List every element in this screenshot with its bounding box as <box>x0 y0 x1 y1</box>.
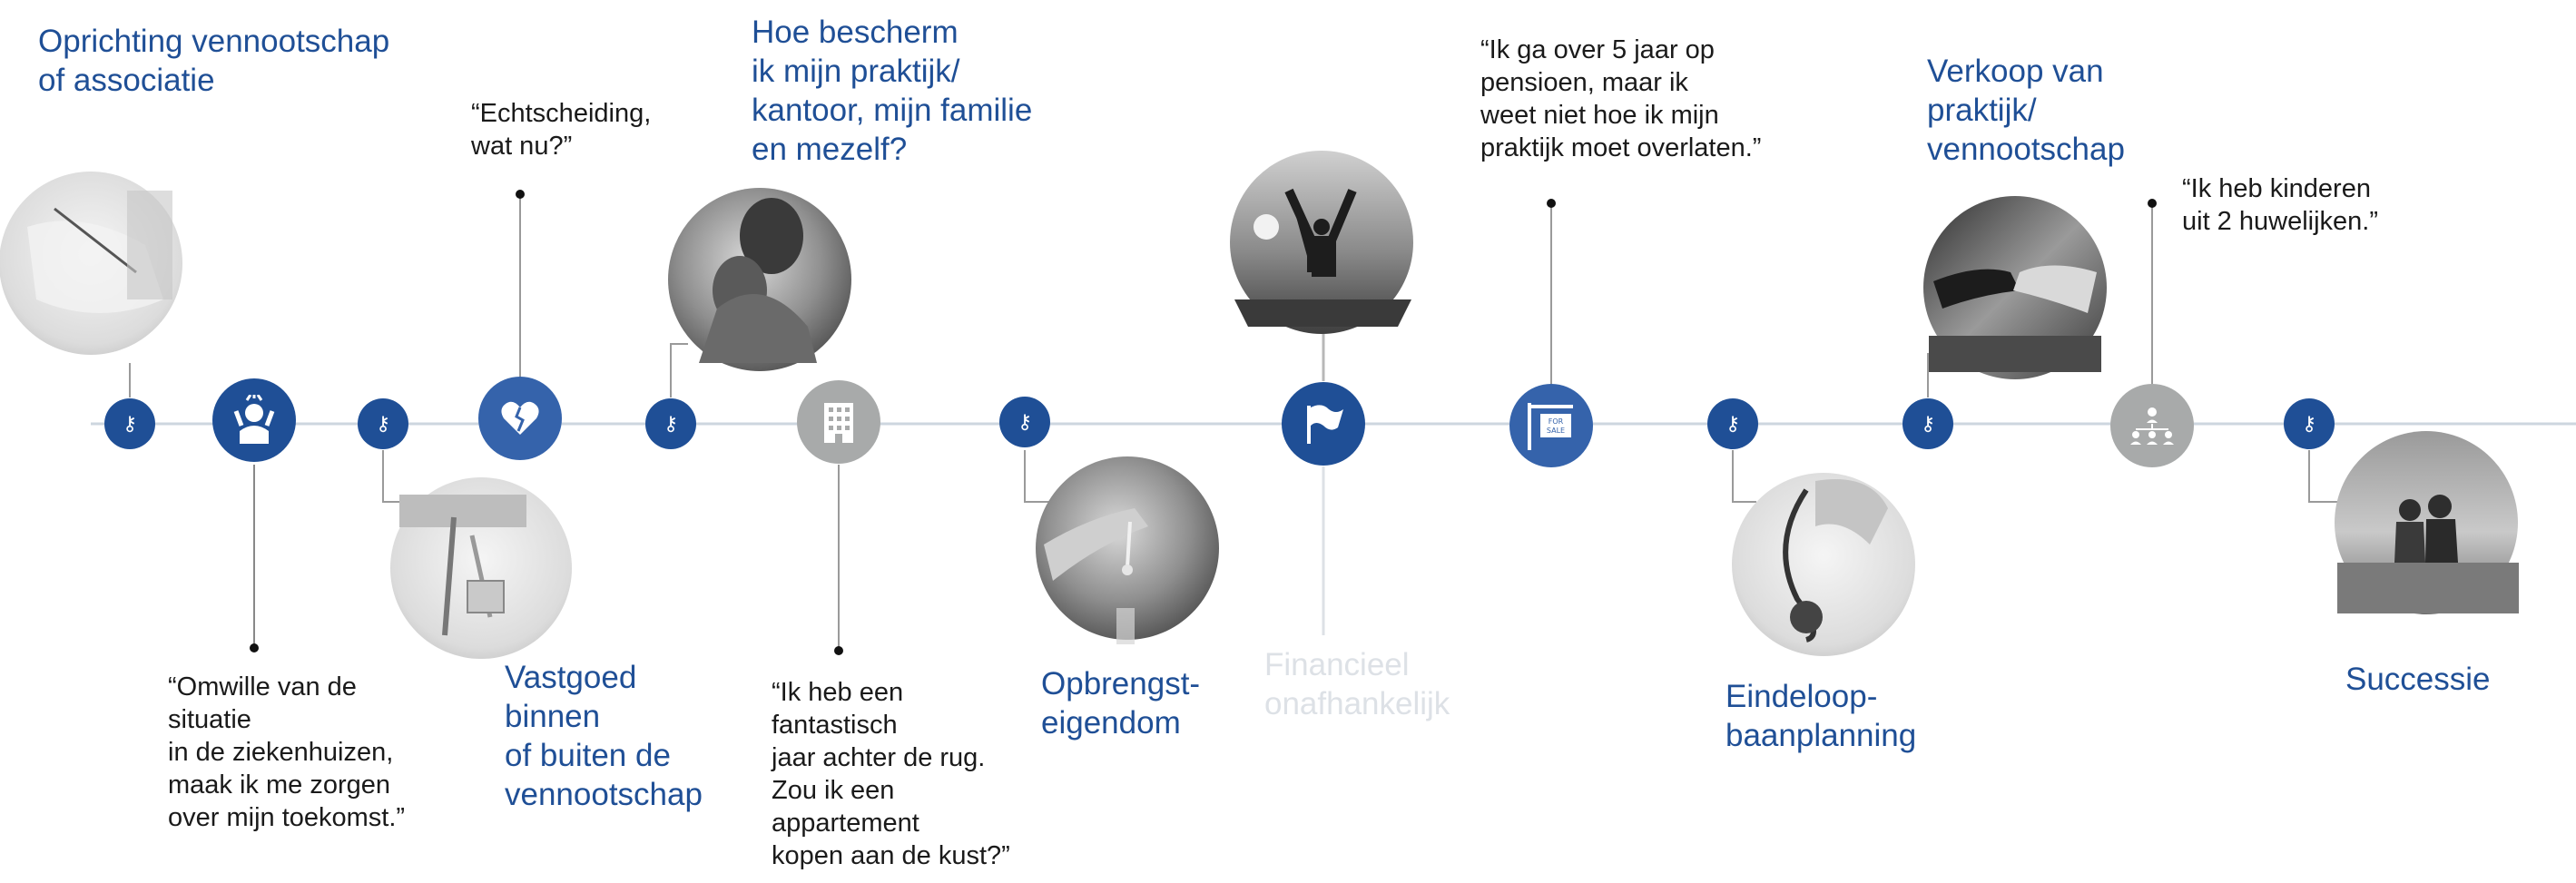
building-icon <box>797 380 880 464</box>
quote-pensioen: “Ik ga over 5 jaar op pensioen, maar ik … <box>1480 35 1762 162</box>
family-tree-icon <box>2110 384 2194 467</box>
photo-seniors <box>2335 431 2519 614</box>
flag-icon <box>1282 382 1365 466</box>
photo-stethoscope <box>1732 473 1915 656</box>
photo-arms-raised <box>1230 151 1413 334</box>
quote-echtscheiding: “Echtscheiding, wat nu?” <box>471 99 652 161</box>
title-verkoop: Verkoop van praktijk/ vennootschap <box>1927 54 2125 167</box>
broken-heart-icon <box>478 377 562 460</box>
stressed-person-icon <box>212 378 296 462</box>
connector-dot <box>250 643 259 652</box>
title-bescherm: Hoe bescherm ik mijn praktijk/ kantoor, … <box>752 15 1033 167</box>
key-icon: ⚷ <box>663 412 679 435</box>
title-opbrengst: Opbrengst- eigendom <box>1041 666 1201 741</box>
title-financieel: Financieel onafhankelijk <box>1264 647 1450 721</box>
photo-handshake <box>1923 196 2107 379</box>
key-icon: ⚷ <box>1920 412 1936 435</box>
node-circles <box>104 377 2335 467</box>
key-icon: ⚷ <box>122 412 138 435</box>
title-vastgoed: Vastgoed binnen of buiten de vennootscha… <box>505 660 703 812</box>
quote-kinderen: “Ik heb kinderen uit 2 huwelijken.” <box>2182 174 2378 236</box>
key-icon: ⚷ <box>375 412 391 435</box>
title-oprichting: Oprichting vennootschap of associatie <box>38 24 390 98</box>
connector-dot <box>2148 199 2157 208</box>
for-sale-sign-icon: FOR SALE <box>1509 384 1593 467</box>
connector-dot <box>516 190 525 199</box>
title-successie: Successie <box>2345 662 2491 697</box>
title-eindeloop: Eindeloop- baanplanning <box>1726 679 1917 753</box>
quote-appartement: “Ik heb een fantastisch jaar achter de r… <box>772 678 1010 870</box>
key-icon: ⚷ <box>2301 412 2317 435</box>
photo-family <box>668 188 851 371</box>
photo-keys-house <box>390 477 572 659</box>
sign-text-bottom: SALE <box>1547 427 1565 435</box>
quote-ziekenhuizen: “Omwille van de situatie in de ziekenhui… <box>168 672 406 832</box>
sign-text-top: FOR <box>1549 417 1564 426</box>
photo-hand-keys <box>1036 456 1219 644</box>
photo-oprichting <box>0 172 182 355</box>
connector-dot <box>834 646 843 655</box>
key-icon: ⚷ <box>1725 412 1741 435</box>
connector-dot <box>1547 199 1556 208</box>
key-icon: ⚷ <box>1017 410 1033 433</box>
